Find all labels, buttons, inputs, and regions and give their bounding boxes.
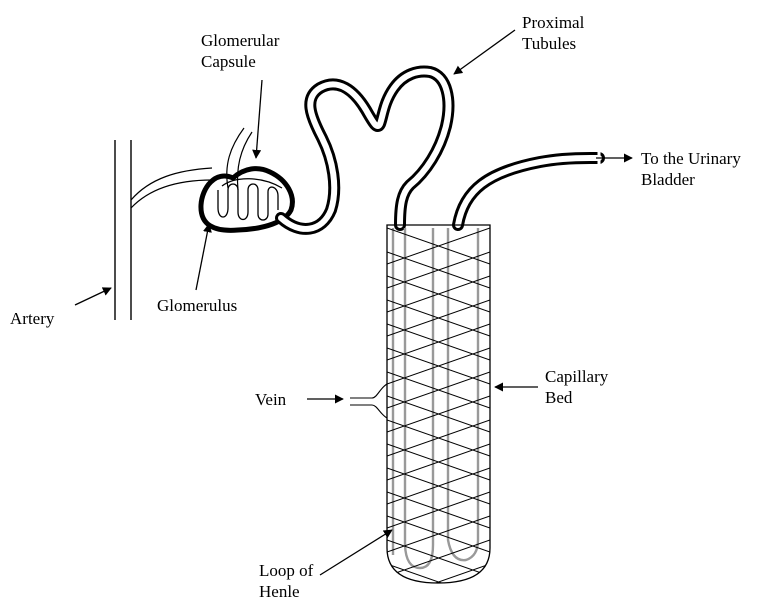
capillary-bed-label-line1: Capillary: [545, 366, 608, 387]
loop-of-henle-label-line1: Loop of: [259, 560, 313, 581]
artery-label: Artery: [10, 308, 54, 329]
capillary-strand: [387, 588, 490, 603]
artery: [115, 140, 131, 320]
glomerular-capsule-label-line2: Capsule: [201, 51, 279, 72]
proximal-tubules-label-line1: Proximal: [522, 12, 584, 33]
proximal-tubules-label: Proximal Tubules: [522, 12, 584, 54]
glomerular-capsule-label-line1: Glomerular: [201, 30, 279, 51]
loop-of-henle-label-line2: Henle: [259, 581, 313, 602]
urinary-bladder-label: To the Urinary Bladder: [641, 148, 741, 190]
capillary-bed: [387, 225, 490, 603]
glomerulus-label: Glomerulus: [157, 295, 237, 316]
vein: [350, 384, 387, 418]
proximal-tubules-label-line2: Tubules: [522, 33, 584, 54]
capillary-bed-label: Capillary Bed: [545, 366, 608, 408]
capillary-strand: [387, 588, 490, 603]
capillary-crosshatch: [387, 228, 490, 603]
loop-of-henle-label: Loop of Henle: [259, 560, 313, 602]
vein-label: Vein: [255, 389, 286, 410]
capillary-bed-label-line2: Bed: [545, 387, 608, 408]
urinary-bladder-label-line1: To the Urinary: [641, 148, 741, 169]
urinary-bladder-label-line2: Bladder: [641, 169, 741, 190]
glomerular-capsule-label: Glomerular Capsule: [201, 30, 279, 72]
